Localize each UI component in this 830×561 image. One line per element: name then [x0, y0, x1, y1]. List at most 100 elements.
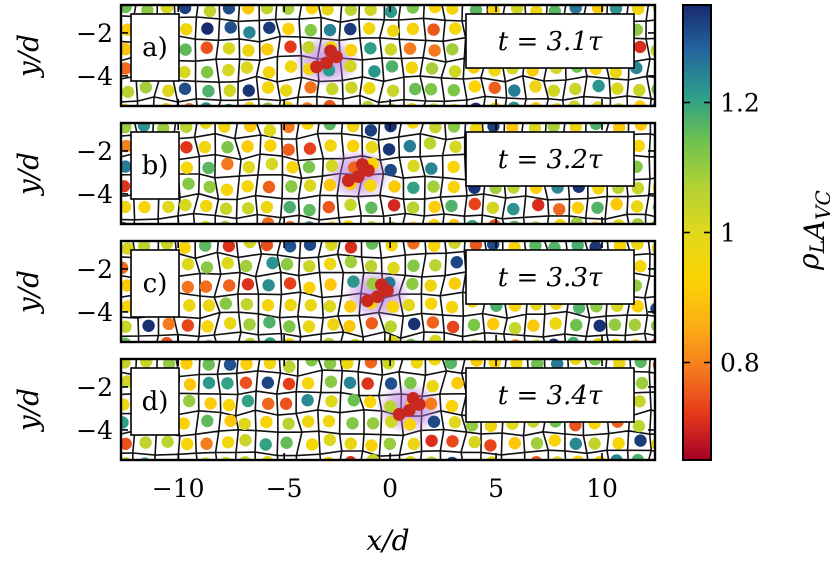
particle	[424, 279, 437, 292]
particle	[264, 337, 277, 342]
particle	[180, 23, 193, 36]
particle	[200, 261, 214, 274]
cluster-particle	[402, 404, 416, 417]
particle	[383, 437, 396, 450]
particle	[404, 376, 417, 390]
particle	[387, 261, 400, 275]
particle	[121, 123, 132, 134]
particle	[610, 338, 622, 342]
particle	[592, 79, 605, 93]
y-tick-label: −2	[76, 137, 113, 166]
particle	[202, 299, 216, 312]
particle	[160, 336, 173, 342]
particle	[280, 84, 293, 97]
particle	[548, 338, 560, 342]
particle	[612, 219, 625, 224]
particle	[263, 316, 276, 329]
x-tick-label: −5	[266, 474, 303, 503]
particle	[572, 455, 584, 460]
y-axis-label: y/d	[12, 34, 45, 79]
particle	[530, 102, 542, 106]
particle	[198, 140, 212, 154]
particle	[633, 40, 647, 54]
particle	[594, 455, 606, 460]
particle	[508, 84, 521, 97]
particle	[427, 23, 440, 36]
particle	[447, 160, 460, 174]
particle	[243, 26, 256, 39]
panel-label-box: d)	[130, 367, 180, 436]
y-tick-label: −2	[76, 19, 113, 48]
particle	[446, 43, 459, 56]
particle	[363, 82, 376, 95]
cluster-particle	[371, 290, 384, 304]
particle	[121, 180, 131, 193]
particle	[341, 359, 354, 370]
particle	[222, 5, 236, 15]
particle	[466, 219, 479, 224]
particle	[261, 376, 274, 389]
particle	[388, 180, 401, 193]
particle	[200, 437, 213, 450]
particle	[183, 394, 196, 408]
particle	[180, 359, 193, 370]
particle	[242, 160, 256, 174]
particle	[243, 337, 256, 342]
particle	[365, 241, 379, 250]
particle	[468, 80, 481, 93]
particle	[162, 84, 175, 97]
panel-frame	[119, 239, 657, 344]
particle	[548, 434, 561, 447]
particle	[200, 102, 212, 106]
particle	[327, 318, 340, 331]
particle	[346, 123, 360, 133]
particle	[222, 63, 235, 77]
y-tick-label: −4	[76, 62, 113, 91]
particle	[284, 60, 298, 73]
particle	[162, 317, 175, 331]
particle	[650, 319, 655, 332]
particle	[346, 417, 359, 430]
particle	[633, 100, 647, 106]
particle	[262, 102, 274, 106]
particle	[406, 123, 420, 129]
particle	[364, 42, 377, 55]
particle	[219, 202, 233, 215]
particle	[365, 317, 378, 330]
particle	[301, 102, 313, 106]
particle	[279, 397, 293, 410]
particle	[199, 241, 212, 252]
particle	[527, 319, 540, 332]
particle	[407, 241, 420, 250]
particle	[121, 398, 130, 411]
x-tick-label: −10	[152, 474, 205, 503]
particle	[202, 84, 215, 98]
particle	[261, 455, 274, 460]
particle	[610, 198, 623, 211]
particle	[628, 318, 642, 332]
particle	[262, 180, 276, 194]
particle	[178, 82, 192, 96]
particle	[404, 456, 417, 460]
particle	[321, 5, 334, 16]
panel-label: c)	[143, 269, 168, 299]
particle	[488, 359, 501, 369]
particle	[567, 336, 580, 342]
particle	[569, 82, 582, 96]
particle	[405, 61, 418, 74]
particle	[301, 123, 314, 130]
particle	[344, 241, 358, 254]
particle	[264, 139, 277, 152]
particle	[284, 298, 297, 312]
particle	[410, 359, 423, 369]
particle	[121, 139, 133, 153]
particle	[429, 123, 442, 134]
particle	[262, 397, 275, 410]
particle	[630, 200, 644, 213]
particle	[508, 220, 520, 224]
particle	[322, 200, 335, 214]
particle	[263, 124, 277, 137]
particle	[324, 139, 337, 152]
particle	[407, 159, 420, 173]
particle	[241, 278, 255, 291]
